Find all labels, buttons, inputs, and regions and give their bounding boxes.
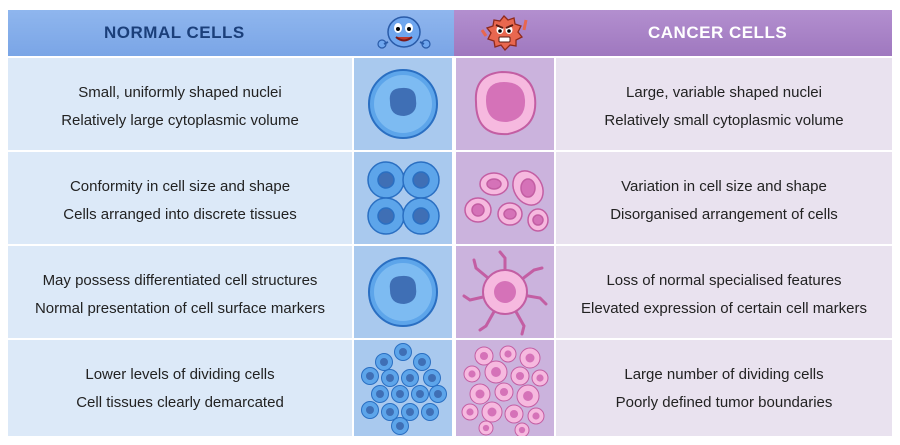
cell-shape <box>499 387 509 397</box>
cancer-cells-header: CANCER CELLS <box>454 10 892 56</box>
normal-trait-text: May possess differentiated cell structur… <box>42 272 318 289</box>
normal-cell-cluster-icon <box>361 343 447 435</box>
cancer-cell-icon <box>474 70 537 136</box>
cell-shape <box>515 371 525 381</box>
normal-description-cell: Lower levels of dividing cells Cell tiss… <box>8 340 352 436</box>
normal-description-cell: Conformity in cell size and shape Cells … <box>8 152 352 244</box>
normal-tissue-illustration <box>354 152 452 244</box>
cancer-trait-text: Variation in cell size and shape <box>621 178 827 195</box>
cancer-trait-text: Disorganised arrangement of cells <box>610 206 838 223</box>
angry-cell-mascot-icon <box>480 15 528 51</box>
tumor-cluster-icon <box>461 345 549 436</box>
normal-tissue-icon <box>367 161 440 235</box>
comparison-row-nuclei: Small, uniformly shaped nuclei Relativel… <box>8 58 892 150</box>
happy-cell-mascot-icon <box>377 16 431 49</box>
cancer-description-cell: Large number of dividing cells Poorly de… <box>556 340 892 436</box>
comparison-table: NORMAL CELLS CANCER CELLS Small, uniform… <box>8 10 892 438</box>
cell-shape <box>466 408 474 416</box>
cell-shape <box>399 348 407 356</box>
cell-shape <box>366 372 374 380</box>
cell-shape <box>509 409 519 419</box>
comparison-row-size-shape: Conformity in cell size and shape Cells … <box>8 152 892 244</box>
cell-shape <box>396 422 404 430</box>
normal-trait-text: Cells arranged into discrete tissues <box>63 206 297 223</box>
cell-shape <box>491 367 501 377</box>
cell-shape <box>434 390 442 398</box>
cell-shape <box>386 374 394 382</box>
cell-shape <box>504 350 512 358</box>
cancer-trait-text: Elevated expression of certain cell mark… <box>581 300 867 317</box>
normal-trait-text: Conformity in cell size and shape <box>69 178 291 195</box>
normal-trait-text: Cell tissues clearly demarcated <box>76 394 284 411</box>
cancer-tumor-illustration <box>456 340 554 436</box>
normal-cell-icon <box>368 69 438 139</box>
comparison-row-differentiation: May possess differentiated cell structur… <box>8 246 892 338</box>
cell-shape <box>406 408 414 416</box>
cancer-trait-text: Large number of dividing cells <box>624 366 824 383</box>
normal-cell-illustration <box>354 246 452 338</box>
cell-shape <box>482 424 490 432</box>
cell-shape <box>523 391 533 401</box>
normal-trait-text: Small, uniformly shaped nuclei <box>78 84 282 101</box>
cell-shape <box>406 374 414 382</box>
cancer-tissue-illustration <box>456 152 554 244</box>
cell-shape <box>380 358 388 366</box>
cell-shape <box>396 390 404 398</box>
cell-shape <box>386 408 394 416</box>
cell-shape <box>428 374 436 382</box>
cancer-description-cell: Large, variable shaped nuclei Relatively… <box>556 58 892 150</box>
cancer-cells-title: CANCER CELLS <box>648 23 788 42</box>
cancer-cell-illustration <box>456 58 554 150</box>
normal-cell-illustration <box>354 58 452 150</box>
cancer-tissue-icon <box>464 170 549 232</box>
cancer-trait-text: Poorly defined tumor boundaries <box>615 394 833 411</box>
comparison-row-division: Lower levels of dividing cells Cell tiss… <box>8 340 892 436</box>
normal-trait-text: Lower levels of dividing cells <box>85 366 275 383</box>
cell-shape <box>536 374 544 382</box>
cell-shape <box>418 358 426 366</box>
cell-shape <box>532 412 540 420</box>
normal-cell-icon <box>368 257 438 327</box>
normal-trait-text: Relatively large cytoplasmic volume <box>61 112 299 129</box>
cell-shape <box>479 351 489 361</box>
cancer-description-cell: Variation in cell size and shape Disorga… <box>556 152 892 244</box>
cell-shape <box>468 370 476 378</box>
normal-description-cell: Small, uniformly shaped nuclei Relativel… <box>8 58 352 150</box>
cell-shape <box>426 408 434 416</box>
cell-shape <box>475 389 485 399</box>
cancer-cell-illustration <box>456 246 554 338</box>
cancer-trait-text: Loss of normal specialised features <box>606 272 842 289</box>
normal-cells-header: NORMAL CELLS <box>8 10 454 56</box>
cell-shape <box>518 426 526 434</box>
normal-description-cell: May possess differentiated cell structur… <box>8 246 352 338</box>
cancer-description-cell: Loss of normal specialised features Elev… <box>556 246 892 338</box>
cancer-trait-text: Relatively small cytoplasmic volume <box>604 112 844 129</box>
normal-trait-text: Normal presentation of cell surface mark… <box>34 300 326 317</box>
cell-shape <box>487 407 497 417</box>
normal-cells-title: NORMAL CELLS <box>104 23 245 42</box>
cell-shape <box>525 353 535 363</box>
cell-shape <box>376 390 384 398</box>
cancer-trait-text: Large, variable shaped nuclei <box>626 84 822 101</box>
spiky-cancer-cell-icon <box>462 250 548 336</box>
cell-shape <box>416 390 424 398</box>
normal-tissue-cluster-illustration <box>354 340 452 436</box>
cell-shape <box>366 406 374 414</box>
